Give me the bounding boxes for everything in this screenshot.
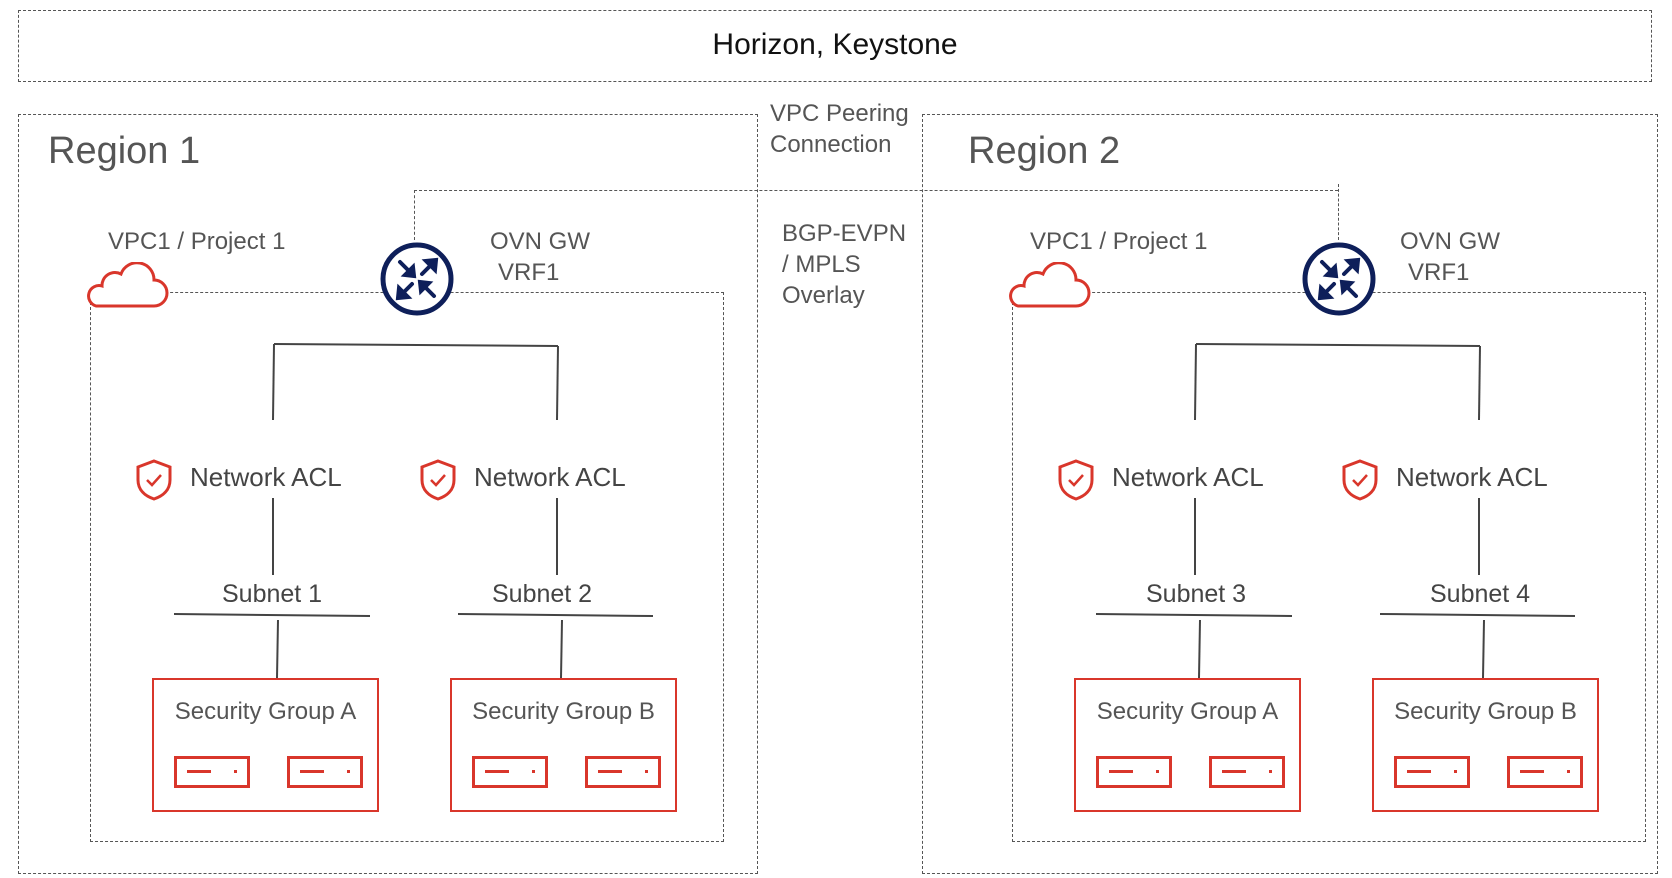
region-2-title: Region 2 — [968, 130, 1121, 172]
region-2-cloud-icon — [1009, 262, 1091, 308]
region-1-gateway-vrf: VRF1 — [498, 259, 560, 286]
region-2-acl-2-label: Network ACL — [1396, 462, 1548, 492]
region-1-gateway-name: OVN GW — [490, 228, 590, 255]
region-2-security-group-a-title: Security Group A — [1096, 698, 1279, 725]
region-2-subnet-1-label: Subnet 3 — [1146, 580, 1247, 608]
region-1-acl-1-label: Network ACL — [190, 462, 342, 492]
peering-link-right-riser — [1338, 184, 1339, 240]
region-2-acl-1-shield-icon — [1058, 459, 1094, 501]
region-2-container — [922, 114, 1658, 874]
region-1-cloud-icon — [87, 262, 169, 308]
region-1-gateway-label: OVN GW VRF1 — [490, 226, 590, 288]
overlay-line-3: Overlay — [782, 282, 865, 309]
server-icon — [174, 756, 250, 788]
region-2-vpc-label: VPC1 / Project 1 — [1030, 228, 1208, 255]
region-2-subnet-2-label: Subnet 4 — [1430, 580, 1531, 608]
region-2-router-icon — [1302, 242, 1376, 316]
region-2-security-group-a: Security Group A — [1074, 678, 1301, 812]
region-1-security-group-a-title: Security Group A — [174, 698, 357, 725]
region-1-acl-2-label: Network ACL — [474, 462, 626, 492]
region-1-title: Region 1 — [48, 130, 201, 172]
region-1-subnet-1-label: Subnet 1 — [222, 580, 323, 608]
region-2-acl-1-label: Network ACL — [1112, 462, 1264, 492]
region-2-security-group-b: Security Group B — [1372, 678, 1599, 812]
region-1-security-group-b-title: Security Group B — [472, 698, 655, 725]
region-1-security-group-b: Security Group B — [450, 678, 677, 812]
region-1-container — [18, 114, 758, 874]
overlay-label: BGP-EVPN / MPLS Overlay — [782, 218, 906, 311]
server-icon — [472, 756, 548, 788]
overlay-line-1: BGP-EVPN — [782, 220, 907, 247]
region-1-acl-2-shield-icon — [420, 459, 456, 501]
region-2-acl-2-shield-icon — [1342, 459, 1378, 501]
region-1-router-icon — [380, 242, 454, 316]
identity-banner-label: Horizon, Keystone — [712, 28, 958, 61]
region-1-subnet-2-label: Subnet 2 — [492, 580, 593, 608]
server-icon — [1507, 756, 1583, 788]
server-icon — [287, 756, 363, 788]
identity-banner — [18, 10, 1652, 82]
peering-connection-line-1: VPC Peering — [770, 100, 909, 127]
server-icon — [585, 756, 661, 788]
server-icon — [1394, 756, 1470, 788]
peering-link-horizontal — [414, 190, 1338, 191]
server-icon — [1209, 756, 1285, 788]
peering-connection-line-2: Connection — [770, 131, 892, 158]
region-2-gateway-name: OVN GW — [1400, 228, 1500, 255]
region-2-security-group-b-title: Security Group B — [1394, 698, 1577, 725]
region-2-gateway-label: OVN GW VRF1 — [1400, 226, 1500, 288]
region-1-acl-1-shield-icon — [136, 459, 172, 501]
region-1-security-group-a: Security Group A — [152, 678, 379, 812]
overlay-line-2: / MPLS — [782, 251, 861, 278]
server-icon — [1096, 756, 1172, 788]
peering-connection-label: VPC Peering Connection — [770, 98, 909, 160]
region-1-vpc-label: VPC1 / Project 1 — [108, 228, 286, 255]
region-2-gateway-vrf: VRF1 — [1408, 259, 1470, 286]
peering-link-left-riser — [414, 190, 415, 240]
